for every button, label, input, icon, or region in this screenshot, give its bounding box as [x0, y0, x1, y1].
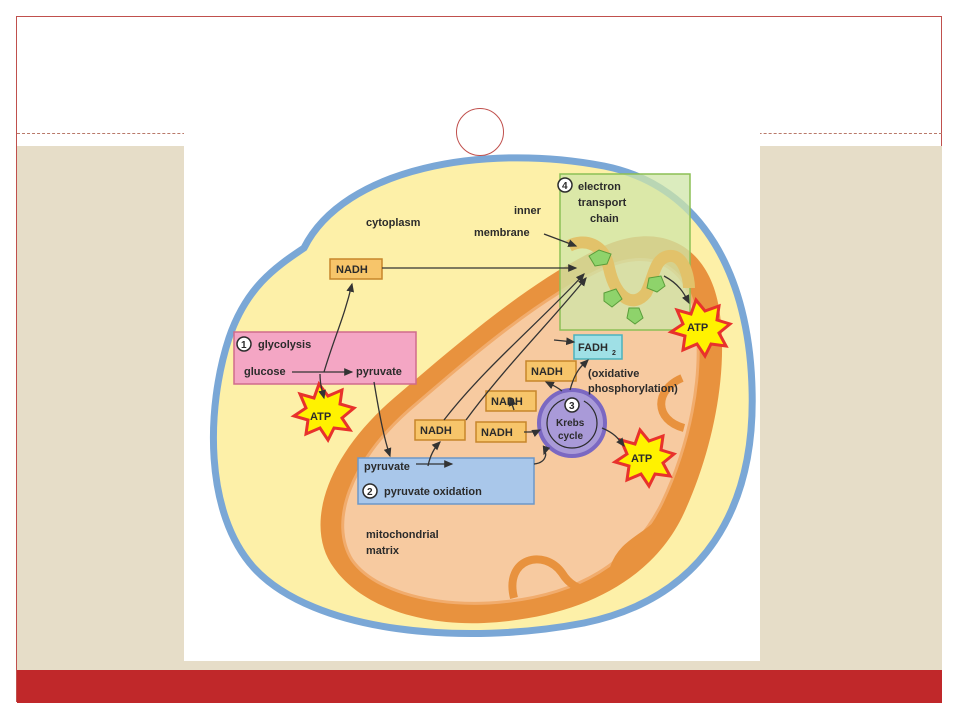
krebs-label-line2: cycle [558, 431, 583, 442]
atp-krebs-label: ATP [631, 453, 652, 465]
inner-membrane-label-line2: membrane [474, 227, 530, 239]
respiration-diagram: cytoplasm inner membrane 4 electron tran… [209, 154, 756, 638]
atp-burst-krebs [611, 426, 678, 489]
nadh-box-3 [414, 419, 466, 441]
pyruvate-oxidation-box [357, 457, 535, 505]
cellular-respiration-figure: cytoplasm inner membrane 4 electron tran… [184, 128, 760, 661]
nadh-box-top [329, 258, 383, 280]
etc-step-number: 4 [562, 181, 568, 192]
krebs-cycle-circle [537, 388, 607, 458]
nadh-label-1: NADH [531, 366, 563, 378]
atp-glycolysis-label: ATP [310, 411, 331, 423]
etc-label-line1: electron [578, 181, 621, 193]
cytoplasm-label: cytoplasm [366, 217, 421, 229]
inner-membrane-label-line1: inner [514, 205, 542, 217]
krebs-step-number: 3 [569, 401, 575, 412]
cristae [508, 506, 673, 599]
fadh2-label: FADH [578, 342, 608, 354]
nadh-box-1 [525, 360, 577, 382]
fadh2-subscript: 2 [612, 350, 616, 357]
glucose-label: glucose [244, 366, 286, 378]
cristae-2 [657, 374, 686, 432]
step-number-circles [236, 177, 580, 499]
atp-burst-etc [667, 296, 734, 359]
fadh2-box [573, 334, 623, 360]
glycolysis-label: glycolysis [258, 339, 311, 351]
etc-label-line2: transport [578, 197, 627, 209]
oxphos-label-line2: phosphorylation) [588, 383, 678, 395]
footer-bar [17, 670, 942, 703]
pathway-arrows [292, 233, 690, 468]
krebs-cycle-arrow [546, 397, 598, 449]
pyruvate-oxidation-step-number: 2 [367, 487, 373, 498]
decorative-circle [456, 108, 504, 156]
nadh-top-label: NADH [336, 264, 368, 276]
krebs-label-line1: Krebs [556, 418, 585, 429]
nadh-label-4: NADH [481, 427, 513, 439]
atp-etc-label: ATP [687, 322, 708, 334]
oxphos-label-line1: (oxidative [588, 368, 639, 380]
matrix-label-line2: matrix [366, 545, 400, 557]
nadh-label-3: NADH [420, 425, 452, 437]
nadh-label-2: NADH [491, 396, 523, 408]
pyruvate-label-oxidation: pyruvate [364, 461, 410, 473]
pyruvate-oxidation-label: pyruvate oxidation [384, 486, 482, 498]
atp-burst-glycolysis [290, 380, 358, 443]
glycolysis-step-number: 1 [241, 340, 247, 351]
etc-label-line3: chain [590, 213, 619, 225]
etc-proteins [588, 249, 666, 325]
pyruvate-label-glycolysis: pyruvate [356, 366, 402, 378]
matrix-label-line1: mitochondrial [366, 529, 439, 541]
glycolysis-box [233, 331, 417, 385]
